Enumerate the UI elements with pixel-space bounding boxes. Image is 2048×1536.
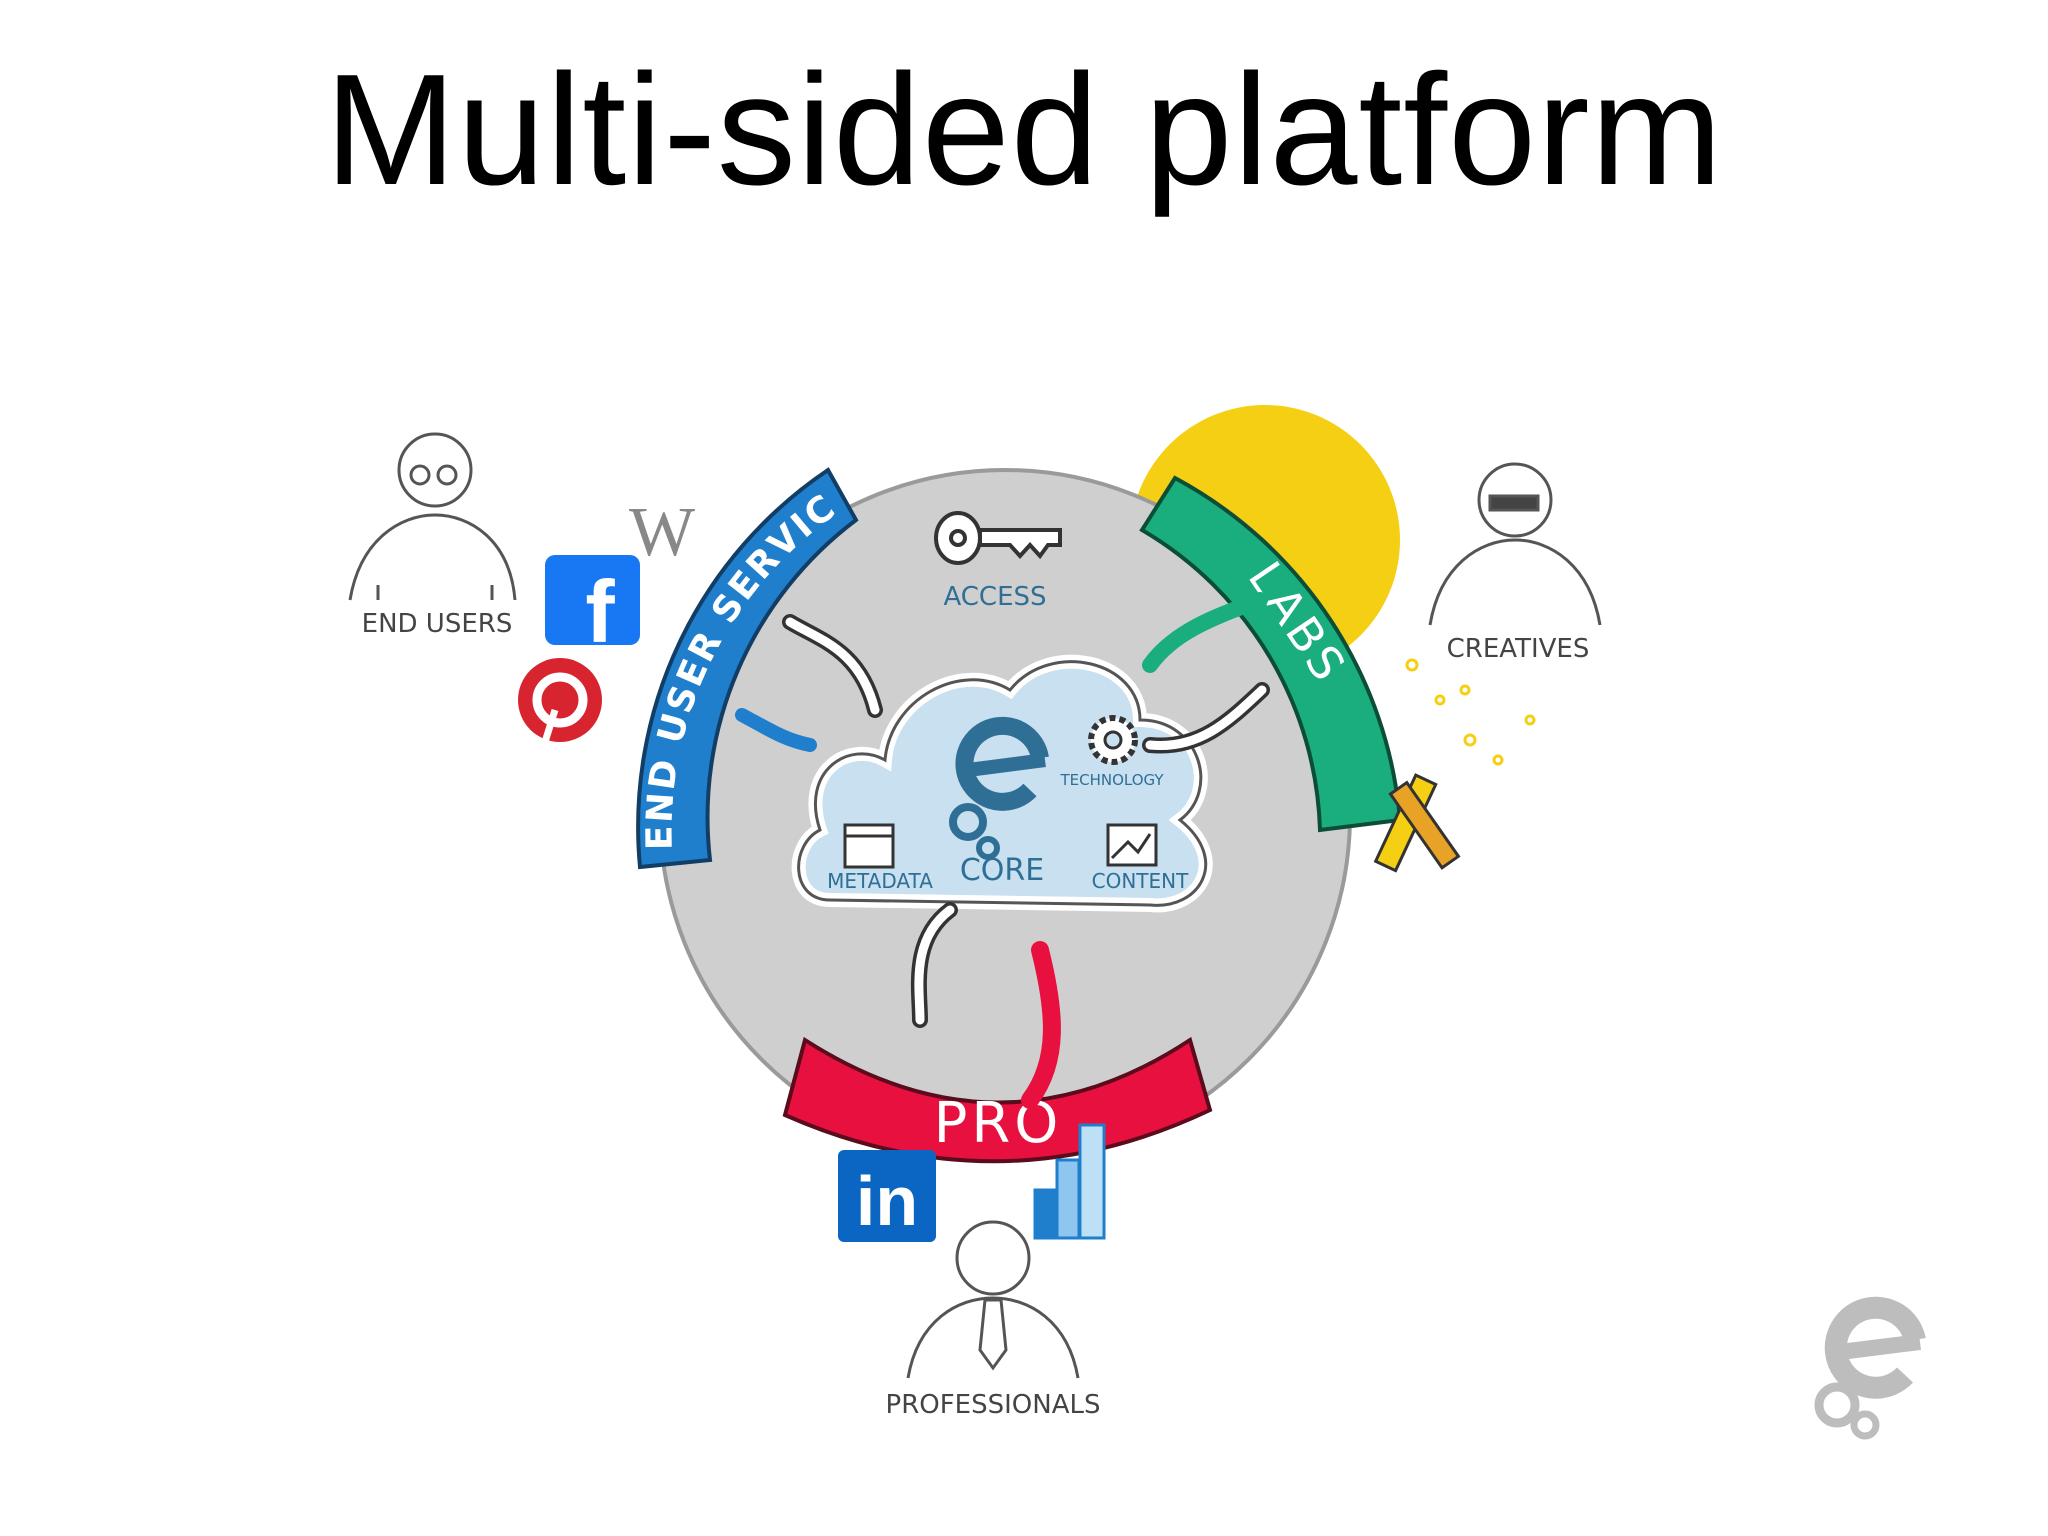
svg-text:in: in [856, 1162, 918, 1240]
core-label: CORE [960, 853, 1044, 888]
svg-text:f: f [585, 562, 615, 661]
technology-label: TECHNOLOGY [1059, 771, 1164, 789]
test-tubes-icon [1376, 660, 1534, 871]
professionals-person-icon [908, 1222, 1078, 1378]
metadata-icon [845, 825, 893, 867]
image-icon [1108, 825, 1156, 865]
metadata-label: METADATA [827, 869, 933, 893]
gear-icon [1091, 718, 1135, 762]
linkedin-icon: in [838, 1150, 936, 1242]
creatives-label: CREATIVES [1447, 634, 1590, 664]
pro-label: PRO [934, 1091, 1063, 1156]
end-users-person-icon [350, 434, 515, 600]
facebook-icon: f [545, 555, 640, 661]
access-label: ACCESS [943, 582, 1046, 612]
end-users-label: END USERS [362, 609, 513, 639]
professionals-label: PROFESSIONALS [886, 1390, 1101, 1420]
content-label: CONTENT [1092, 869, 1189, 893]
logo-icon [1819, 1308, 1920, 1436]
wikipedia-icon: W [629, 494, 695, 571]
creatives-person-icon [1430, 464, 1600, 625]
pinterest-icon [518, 658, 602, 742]
